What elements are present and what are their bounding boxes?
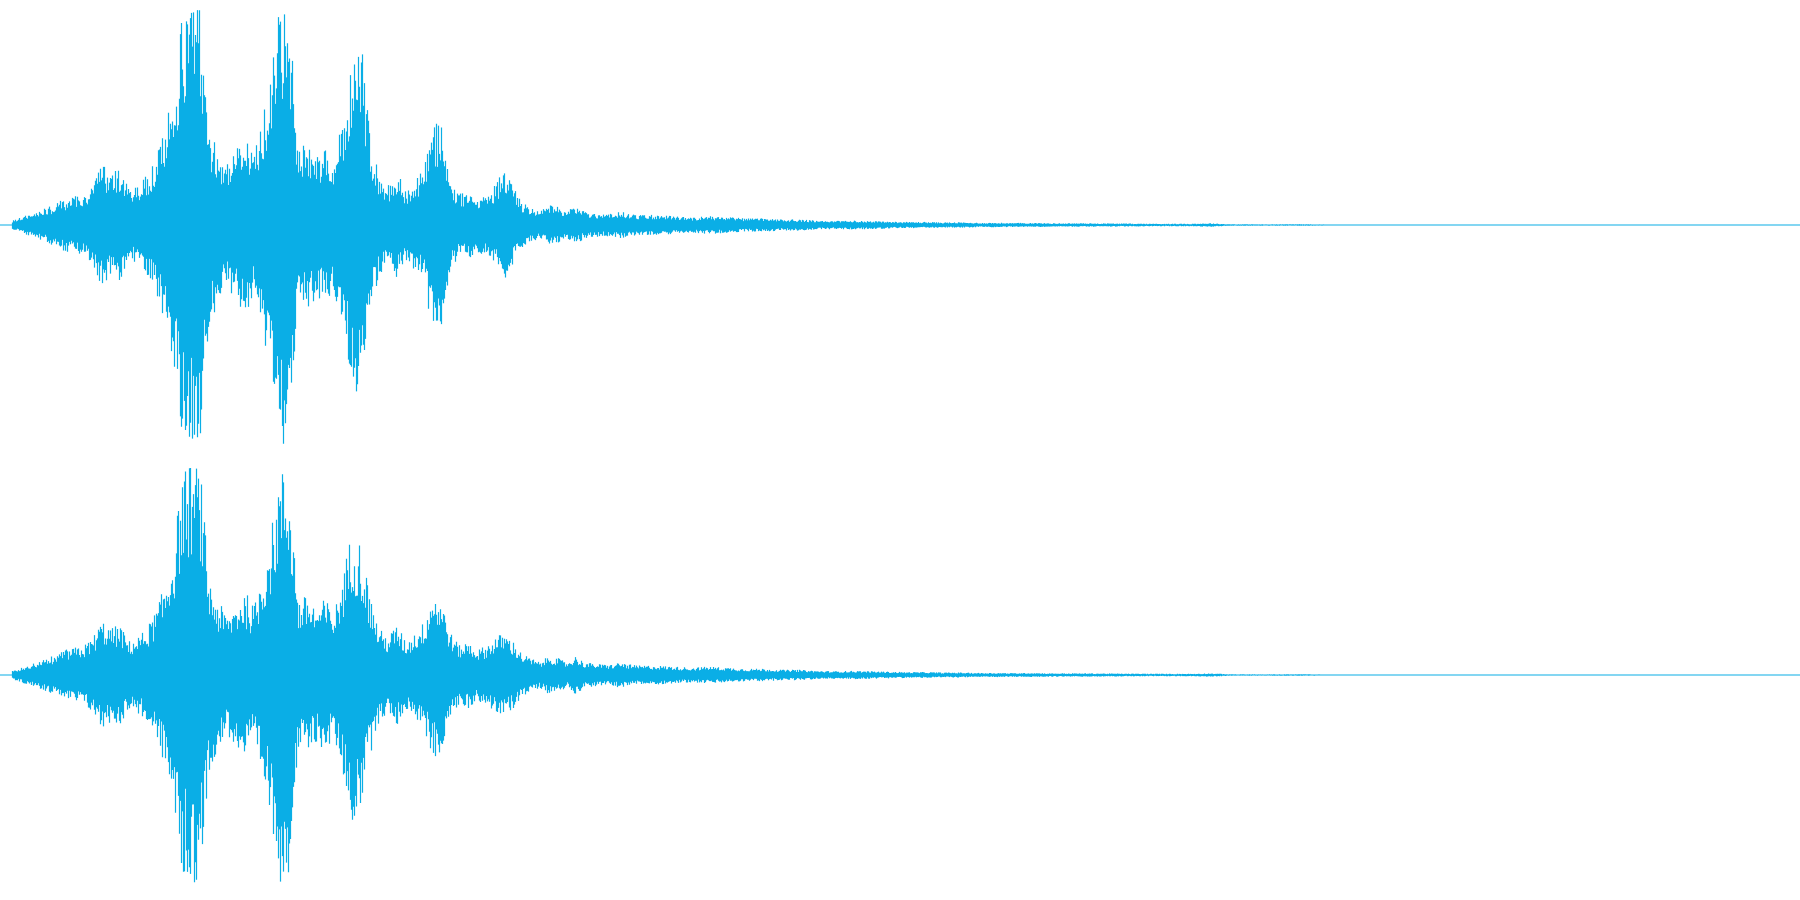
waveform-path-bottom [11, 468, 1408, 883]
waveform-channel-bottom [0, 468, 1800, 883]
waveform-path-top [11, 10, 1408, 444]
waveform-channel-top [0, 10, 1800, 444]
